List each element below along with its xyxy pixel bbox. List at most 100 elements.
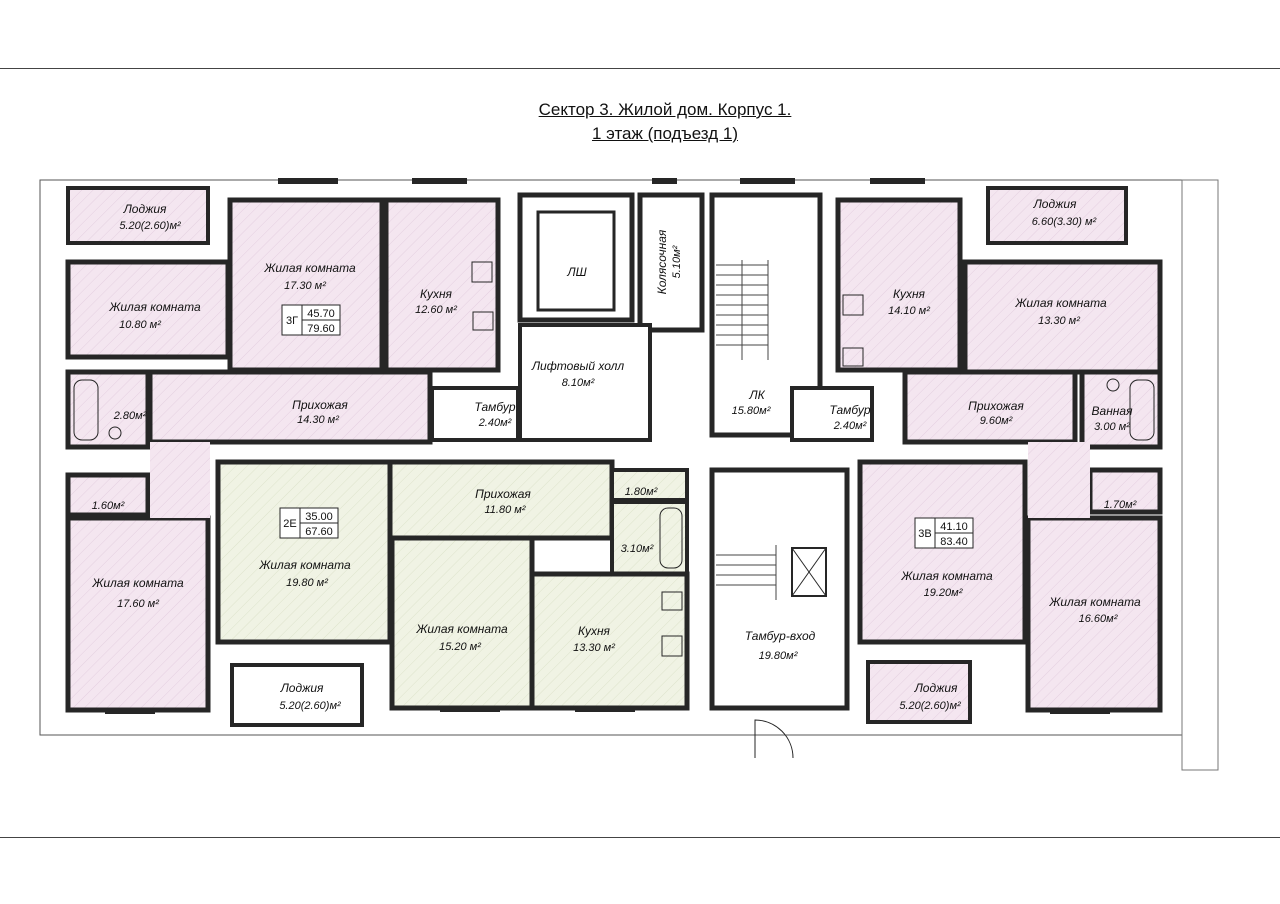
room-area: 10.80 м² xyxy=(119,319,161,331)
corridor-right xyxy=(1028,442,1090,518)
room-area: 17.60 м² xyxy=(117,598,159,610)
bathroom-middle xyxy=(610,500,689,576)
living-room-left-3 xyxy=(65,515,211,713)
kitchen-middle xyxy=(529,571,690,711)
room-label: Прихожая xyxy=(968,399,1024,413)
room-area: 19.80 м² xyxy=(286,577,328,589)
lift-pit xyxy=(791,547,827,597)
room-label: ЛК xyxy=(748,388,765,402)
apartment-tag-2e xyxy=(279,507,339,539)
room-label: Кухня xyxy=(578,624,611,638)
room-area: 19.80м² xyxy=(759,650,798,662)
room-label: Жилая комната xyxy=(263,261,356,275)
hallway-left xyxy=(147,369,433,445)
adjacent-building-line xyxy=(1181,179,1219,771)
plan-title: Сектор 3. Жилой дом. Корпус 1. xyxy=(538,100,792,119)
stroller-room xyxy=(637,192,705,333)
room-label: Жилая комната xyxy=(258,558,351,572)
stair-steps-entrance xyxy=(716,545,777,600)
tambour-right xyxy=(790,386,874,442)
kitchen-left xyxy=(383,197,501,373)
apartment-code: 3В xyxy=(918,528,931,540)
room-label: Прихожая xyxy=(292,398,348,412)
room-area: 8.10м² xyxy=(562,377,595,389)
loggia-bottom-middle xyxy=(230,663,364,727)
windows xyxy=(105,178,1110,714)
room-area: 5.10м² xyxy=(671,245,683,278)
room-label: ЛШ xyxy=(566,265,587,279)
drawing-frame xyxy=(0,68,1280,838)
loggia-top-right xyxy=(986,186,1128,245)
living-room-right-1 xyxy=(962,259,1163,375)
room-area: 9.60м² xyxy=(980,415,1013,427)
room-area: 16.60м² xyxy=(1079,613,1118,625)
bathroom-right xyxy=(1079,369,1163,450)
room-area: 1.70м² xyxy=(1104,499,1137,511)
loggia-top-left xyxy=(66,186,210,245)
hallway-right xyxy=(902,369,1078,445)
apartment-tag-3g xyxy=(281,304,341,336)
room-label: Жилая комната xyxy=(108,300,201,314)
apartment-living-area: 35.00 xyxy=(305,511,333,523)
wc-middle xyxy=(610,468,689,502)
kitchen-right xyxy=(835,197,963,373)
living-room-middle-1 xyxy=(215,459,393,645)
room-area: 12.60 м² xyxy=(415,304,457,316)
apartment-living-area: 45.70 xyxy=(307,308,335,320)
fixtures xyxy=(73,261,1155,657)
room-label: Тамбур xyxy=(474,400,515,414)
room-label: Жилая комната xyxy=(1014,296,1107,310)
entrance-door xyxy=(754,719,794,759)
room-area: 15.80м² xyxy=(732,405,771,417)
room-area: 1.80м² xyxy=(625,486,658,498)
room-area: 6.60(3.30) м² xyxy=(1032,216,1097,228)
living-room-middle-2 xyxy=(389,535,535,711)
bathroom-left xyxy=(65,369,151,450)
room-area: 14.10 м² xyxy=(888,305,930,317)
room-area: 2.40м² xyxy=(833,420,867,432)
tambour-left xyxy=(430,386,520,442)
room-area: 3.00 м² xyxy=(1094,421,1130,433)
loggia-bottom-right xyxy=(866,660,972,724)
lift-cabin xyxy=(536,210,616,312)
room-area: 11.80 м² xyxy=(485,504,526,516)
room-label: Лифтовый холл xyxy=(531,359,625,373)
room-area: 15.20 м² xyxy=(439,641,481,653)
room-label: Тамбур-вход xyxy=(745,629,816,643)
room-label: Лоджия xyxy=(1033,197,1077,211)
room-label: Жилая комната xyxy=(900,569,993,583)
living-room-right-2 xyxy=(857,459,1028,645)
wc-left xyxy=(65,472,151,518)
room-label: Колясочная xyxy=(655,229,669,294)
room-area: 5.20(2.60)м² xyxy=(119,220,181,232)
room-area: 17.30 м² xyxy=(284,280,326,292)
lift-hall xyxy=(518,323,652,442)
room-label: Тамбур xyxy=(829,403,870,417)
living-room-right-3 xyxy=(1025,515,1163,713)
room-label: Жилая комната xyxy=(91,576,184,590)
room-label: Жилая комната xyxy=(1048,595,1141,609)
room-area: 2.80м² xyxy=(113,410,147,422)
room-label: Лоджия xyxy=(123,202,167,216)
room-label: Лоджия xyxy=(280,681,324,695)
room-area: 3.10м² xyxy=(621,543,654,555)
apartment-total-area: 83.40 xyxy=(940,536,968,548)
room-area: 2.40м² xyxy=(478,417,512,429)
apartment-total-area: 67.60 xyxy=(305,526,333,538)
wc-right xyxy=(1087,467,1163,515)
room-area: 5.20(2.60)м² xyxy=(279,700,341,712)
apartment-code: 3Г xyxy=(286,315,298,327)
stair-steps-upper xyxy=(716,260,769,360)
apartment-living-area: 41.10 xyxy=(940,521,968,533)
room-label: Прихожая xyxy=(475,487,531,501)
room-label: Кухня xyxy=(893,287,926,301)
room-label: Кухня xyxy=(420,287,453,301)
room-area: 14.30 м² xyxy=(297,414,339,426)
hallway-middle xyxy=(387,459,615,541)
room-area: 5.20(2.60)м² xyxy=(899,700,961,712)
living-room-left-1 xyxy=(65,259,231,360)
room-label: Жилая комната xyxy=(415,622,508,636)
room-area: 13.30 м² xyxy=(1038,315,1080,327)
room-label: Ванная xyxy=(1092,404,1134,418)
